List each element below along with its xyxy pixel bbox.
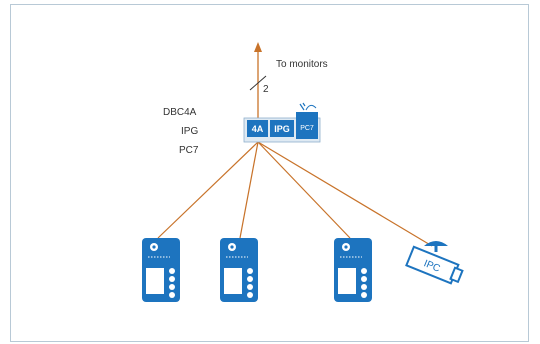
- diagram-frame: [10, 4, 529, 342]
- module-ipg: [270, 120, 294, 137]
- door-panel-2: [220, 238, 258, 302]
- module-pc7-text: PC7: [300, 125, 314, 132]
- module-dbc4a: [247, 120, 268, 137]
- pc7-plug-icon: [299, 102, 306, 111]
- ip-camera: IPC: [405, 241, 464, 285]
- module-ipg-text: IPG: [274, 124, 290, 134]
- module-dbc4a-text: 4A: [252, 124, 264, 134]
- module-pc7: [296, 112, 318, 139]
- to-monitors-label: To monitors: [276, 59, 328, 70]
- module-rack: 4A IPG PC7: [243, 102, 321, 143]
- door-panel-1: [142, 238, 180, 302]
- module-label-ipg: IPG: [181, 126, 199, 137]
- door-panel-3: [334, 238, 372, 302]
- module-label-pc7: PC7: [179, 145, 199, 156]
- wires: [157, 141, 433, 247]
- module-label-dbc4a: DBC4A: [163, 107, 197, 118]
- to-monitors-arrow: [249, 42, 267, 118]
- bus-count-label: 2: [263, 84, 269, 95]
